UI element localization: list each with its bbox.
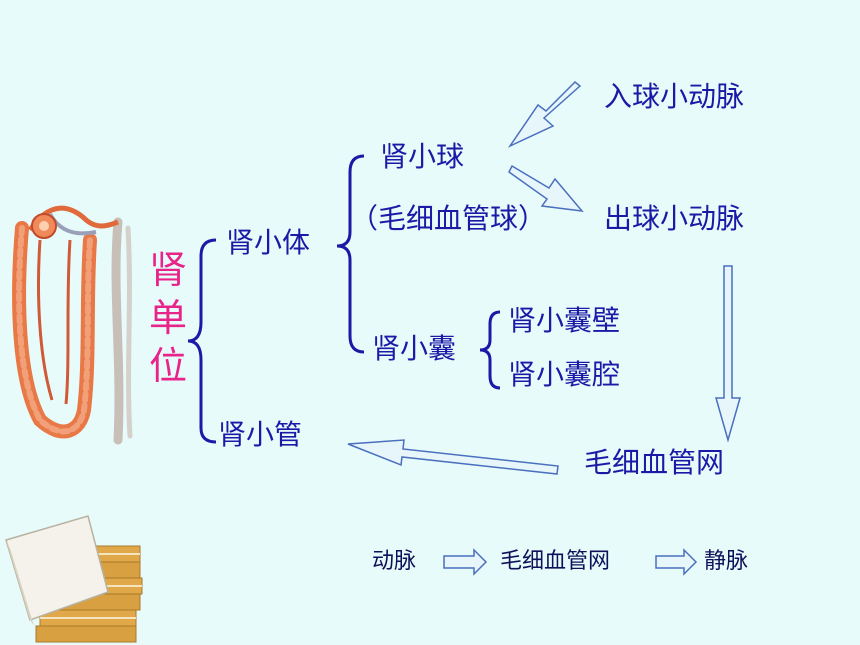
- capsule-bracket: [479, 310, 501, 390]
- efferent-label: 出球小动脉: [604, 202, 745, 235]
- flow-arrow-2: [655, 548, 698, 576]
- left-arrow: [347, 439, 559, 475]
- renal-corpuscle-label: 肾小体: [226, 226, 311, 259]
- glomerulus-alt-label: （毛细血管球）: [350, 202, 547, 235]
- flow-vein: 静脉: [704, 549, 749, 574]
- title-char-3: 位: [148, 344, 187, 388]
- down-arrow: [715, 265, 741, 443]
- title-char-1: 肾: [148, 248, 187, 292]
- capsule-cavity-label: 肾小囊腔: [508, 358, 621, 391]
- glomerulus-label: 肾小球: [380, 140, 465, 173]
- capsule-label: 肾小囊: [372, 332, 457, 365]
- flow-artery: 动脉: [372, 549, 417, 574]
- afferent-arrow: [507, 80, 582, 148]
- title-char-2: 单: [148, 296, 187, 340]
- renal-tubule-label: 肾小管: [218, 418, 303, 451]
- flow-capillary: 毛细血管网: [500, 549, 611, 574]
- flow-arrow-1: [443, 548, 488, 576]
- capsule-wall-label: 肾小囊壁: [508, 304, 621, 337]
- nephron-illustration: [12, 205, 133, 445]
- nephron-bracket: [187, 238, 217, 444]
- afferent-label: 入球小动脉: [604, 80, 745, 113]
- capillary-net-label: 毛细血管网: [584, 446, 725, 479]
- efferent-arrow: [508, 164, 584, 212]
- nephron-title: 肾 单 位: [146, 246, 190, 390]
- corpuscle-bracket: [336, 154, 365, 354]
- book-stack-icon: [5, 515, 143, 643]
